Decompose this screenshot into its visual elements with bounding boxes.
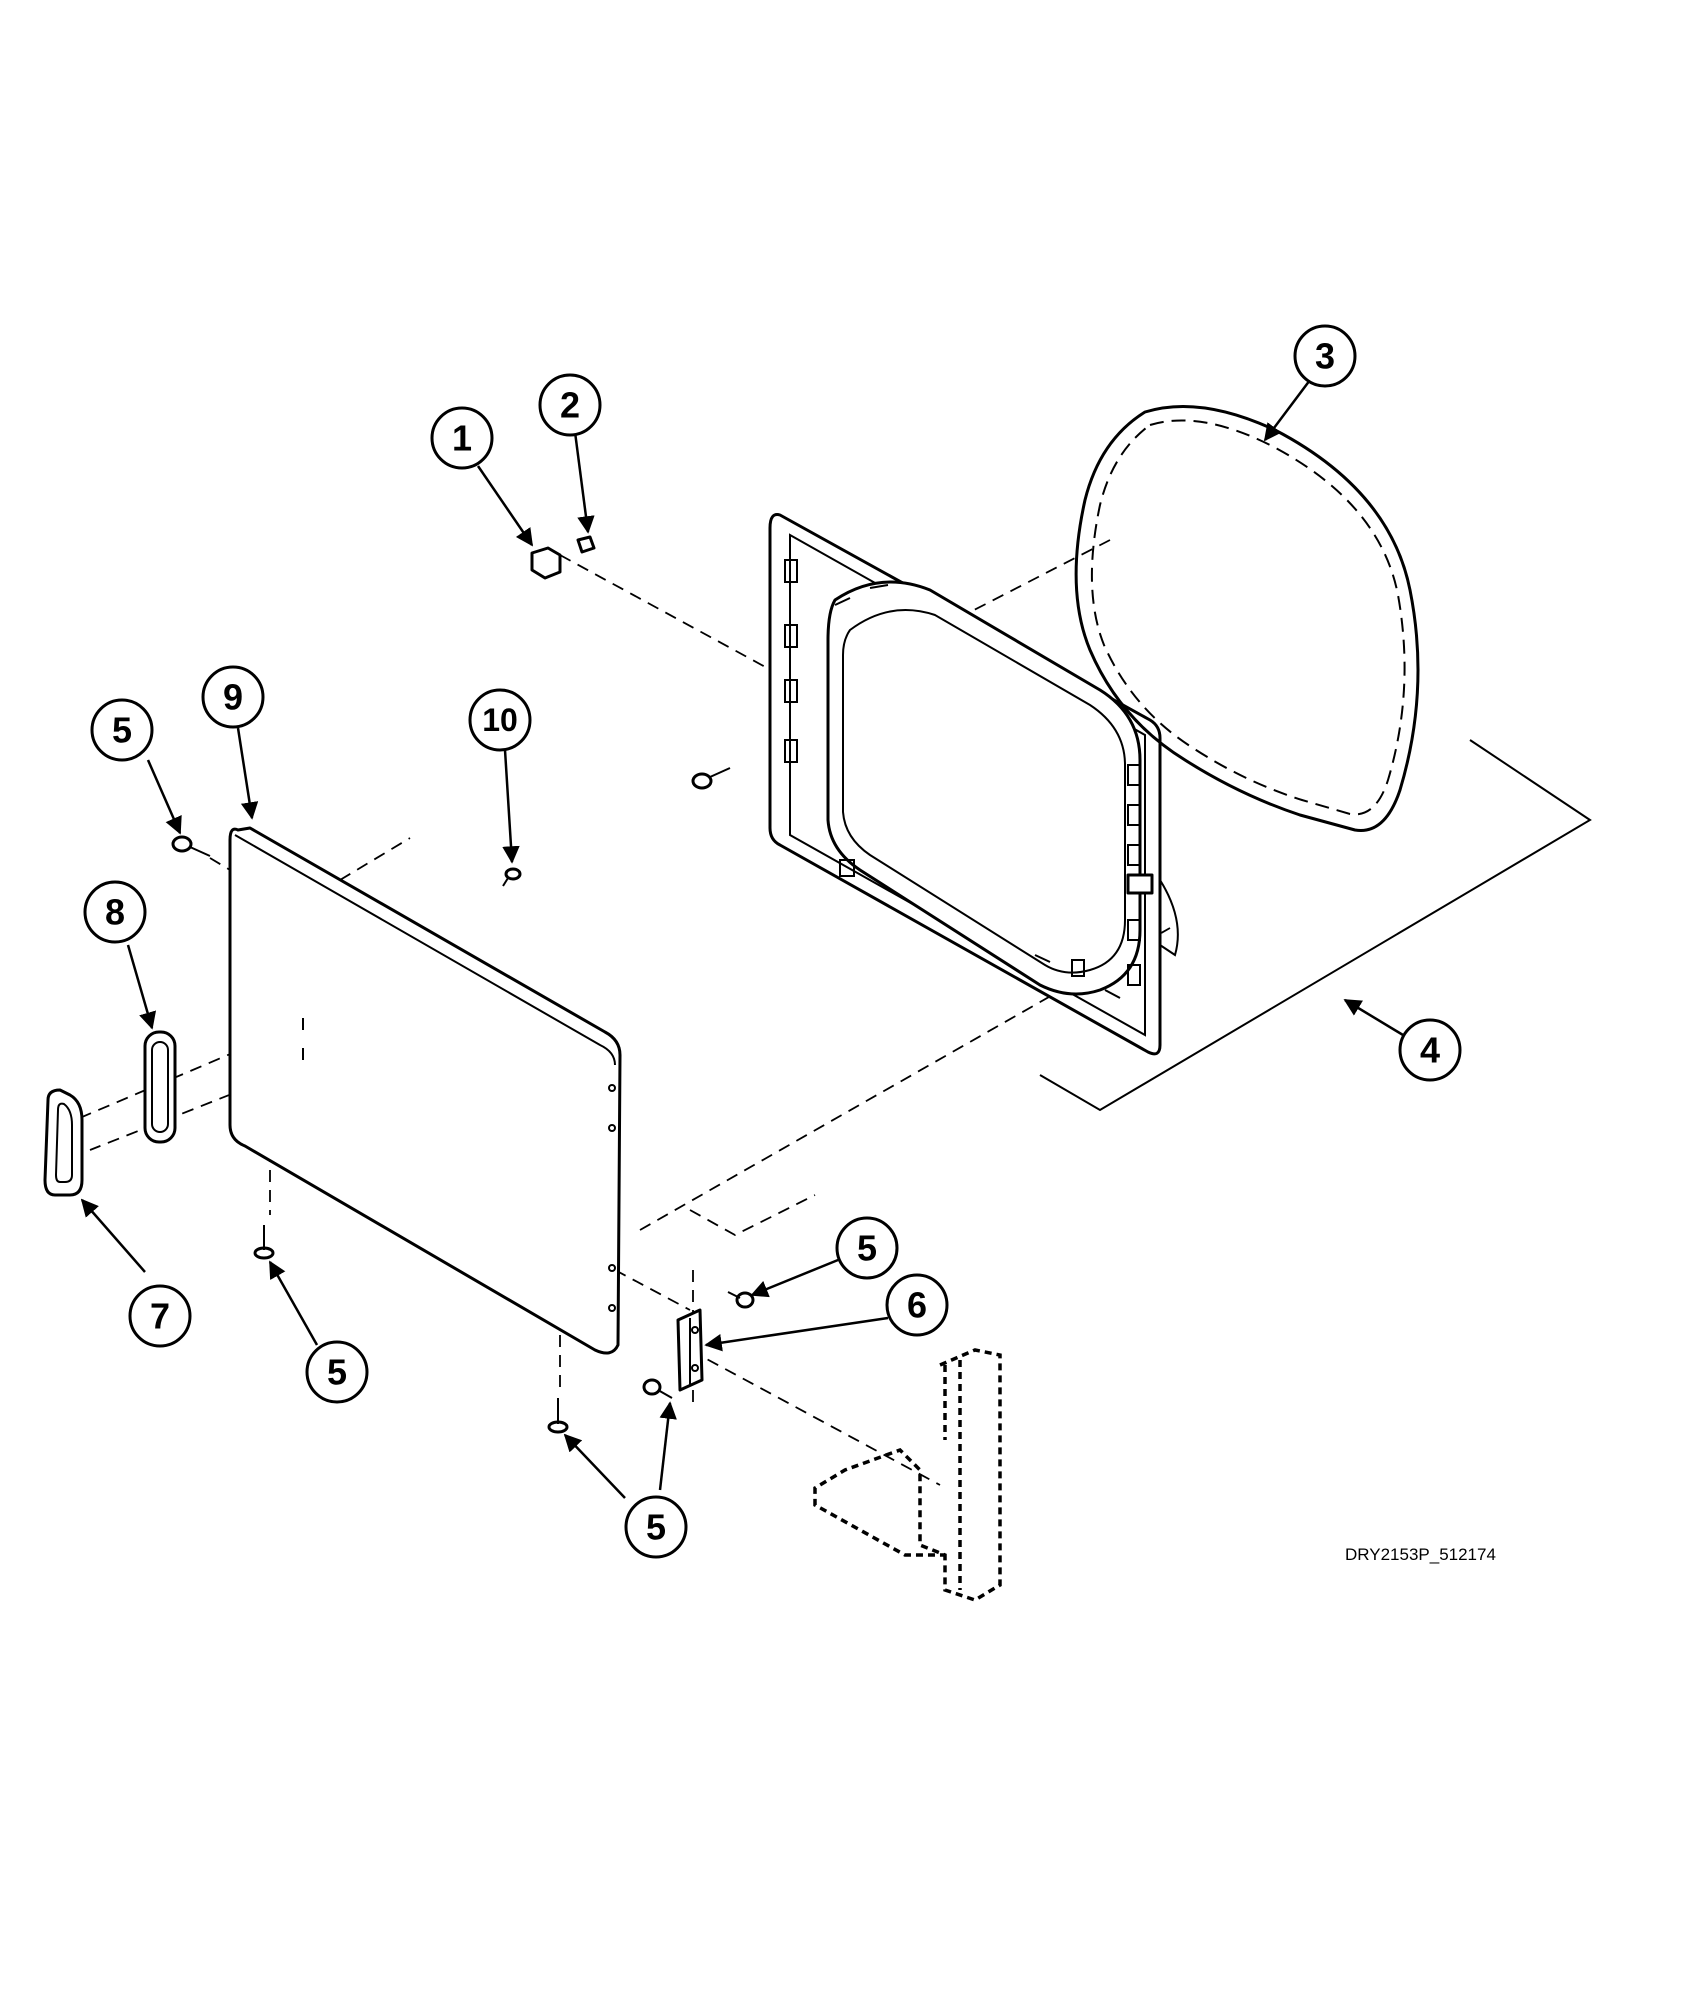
screw-hinge-bottom (642, 1378, 673, 1399)
screws (171, 535, 755, 1434)
leader-lines (80, 379, 1404, 1499)
svg-text:5: 5 (857, 1228, 877, 1269)
callout-7: 7 (128, 1284, 192, 1348)
svg-text:7: 7 (150, 1296, 170, 1337)
clip-2 (576, 535, 596, 554)
outer-door (228, 826, 622, 1355)
svg-text:6: 6 (907, 1285, 927, 1326)
door-hinge (676, 1308, 704, 1392)
callout-6: 6 (885, 1273, 949, 1337)
svg-text:9: 9 (223, 677, 243, 718)
svg-text:8: 8 (105, 892, 125, 933)
callout-4: 4 (1398, 1018, 1462, 1082)
callout-5-bottom: 5 (624, 1495, 688, 1559)
callout-5-hinge-top: 5 (835, 1216, 899, 1280)
inner-door-panel (768, 513, 1592, 1112)
svg-text:2: 2 (560, 385, 580, 426)
svg-text:5: 5 (327, 1352, 347, 1393)
screw-top-left (171, 835, 211, 857)
callout-5-bottom-left: 5 (305, 1340, 369, 1404)
callout-3: 3 (1293, 324, 1357, 388)
screw-bottom-left (253, 1225, 275, 1260)
callout-8: 8 (83, 880, 147, 944)
door-gasket (1074, 404, 1420, 832)
screw-10 (502, 867, 522, 887)
callout-5-top-left: 5 (90, 698, 154, 762)
svg-text:4: 4 (1420, 1030, 1440, 1071)
screw-bottom-right (547, 1398, 569, 1434)
clip-1 (530, 546, 562, 580)
callout-10: 10 (468, 688, 532, 752)
callout-1: 1 (430, 406, 494, 470)
screw-panel (691, 767, 731, 790)
callout-9: 9 (201, 665, 265, 729)
svg-text:3: 3 (1315, 336, 1335, 377)
callout-2: 2 (538, 373, 602, 437)
door-handle (43, 1088, 84, 1197)
screw-hinge-top (727, 1291, 755, 1309)
diagram-code: DRY2153P_512174 (1345, 1545, 1496, 1564)
svg-text:10: 10 (482, 702, 518, 738)
handle-plate (143, 1030, 177, 1144)
svg-text:5: 5 (646, 1507, 666, 1548)
cabinet-fragment (813, 1348, 1002, 1602)
svg-text:5: 5 (112, 710, 132, 751)
svg-text:1: 1 (452, 418, 472, 459)
